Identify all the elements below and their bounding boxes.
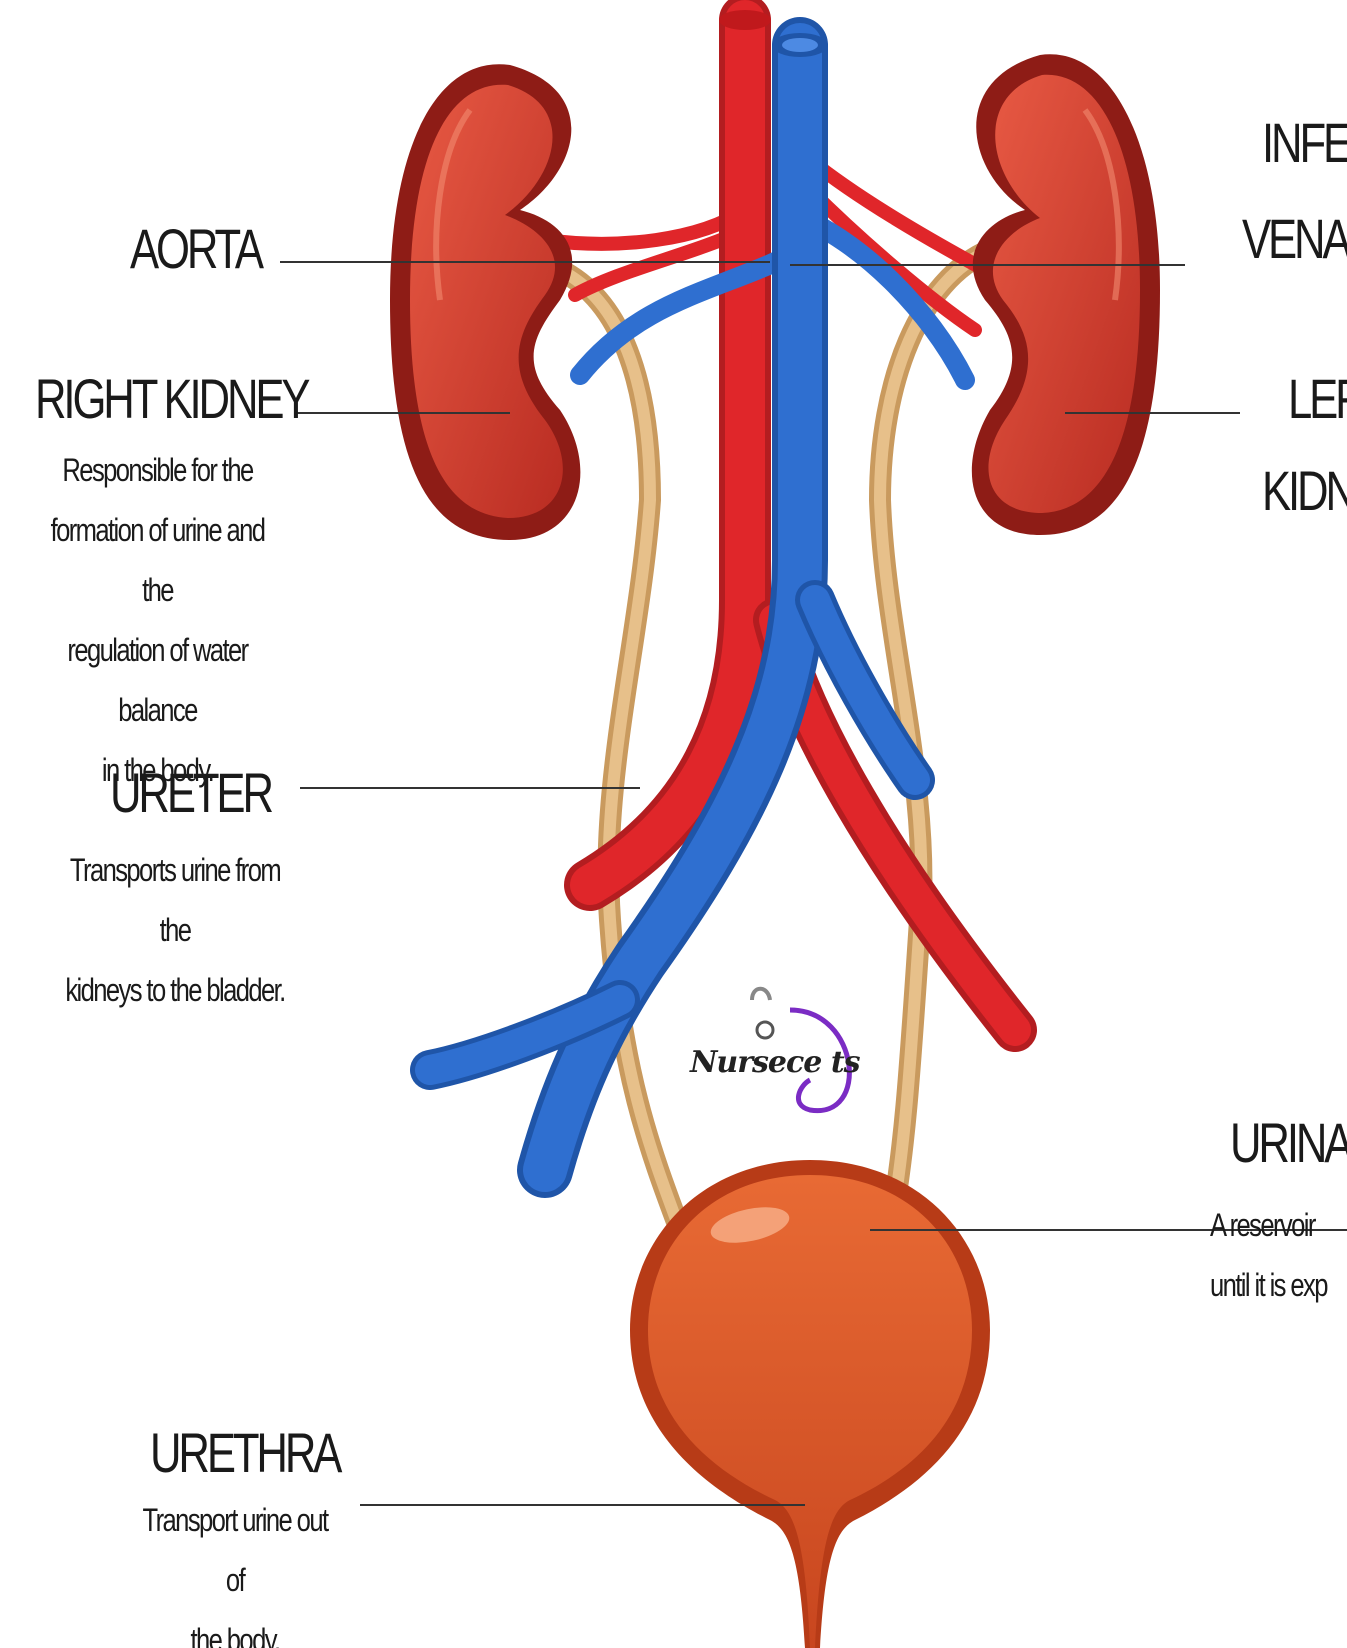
aorta-label: AORTA	[130, 216, 261, 281]
urinary-bladder-shape	[630, 1160, 990, 1648]
ureter-label: URETER	[110, 760, 271, 825]
urinary-bladder-label: URINAR	[1230, 1110, 1347, 1175]
ureter-description: Transports urine from the kidneys to the…	[59, 840, 291, 1020]
right-kidney-description: Responsible for the formation of urine a…	[36, 440, 280, 800]
watermark-text: Nursece ts	[690, 1045, 860, 1080]
inferior-vena-cava-label-line1: INFER	[1262, 110, 1347, 175]
left-kidney-shape	[972, 54, 1160, 535]
inferior-vena-cava-label-line2: VENA	[1242, 206, 1347, 271]
left-kidney-label-line1: LEF	[1288, 366, 1347, 431]
urethra-description: Transport urine out of the body.	[131, 1490, 339, 1648]
urinary-bladder-description: A reservoir until it is exp	[1210, 1195, 1347, 1315]
right-kidney-shape	[390, 64, 580, 540]
urethra-label: URETHRA	[150, 1420, 339, 1485]
left-kidney-label-line2: KIDN	[1262, 458, 1347, 523]
right-kidney-label: RIGHT KIDNEY	[35, 366, 307, 431]
